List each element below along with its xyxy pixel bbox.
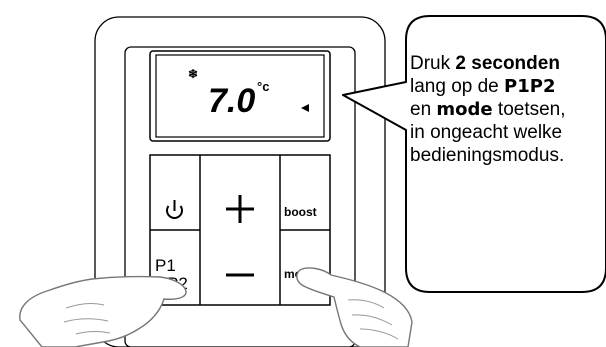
snowflake-icon: ❄ (188, 67, 198, 81)
power-button[interactable] (151, 156, 199, 229)
instruction-line-3: en mode toetsen, (410, 98, 606, 121)
temperature-value: 7.0 (208, 82, 255, 120)
instruction-text: Druk 2 seconden lang op de P1P2 en mode … (410, 52, 606, 167)
instruction-line-1: Druk 2 seconden (410, 52, 606, 75)
instruction-line-2: lang op de P1P2 (410, 75, 606, 98)
p1-label: P1 (155, 256, 176, 275)
lcd-display: ❄ 7.0 °c (150, 51, 330, 141)
instruction-line-5: bedieningsmodus. (410, 144, 606, 167)
plus-button[interactable] (201, 156, 279, 229)
instruction-line-4: in ongeacht welke (410, 121, 606, 144)
boost-button[interactable]: boost (281, 156, 329, 229)
minus-button[interactable] (201, 231, 279, 304)
boost-label: boost (284, 205, 317, 219)
temperature-unit: °c (257, 79, 269, 94)
